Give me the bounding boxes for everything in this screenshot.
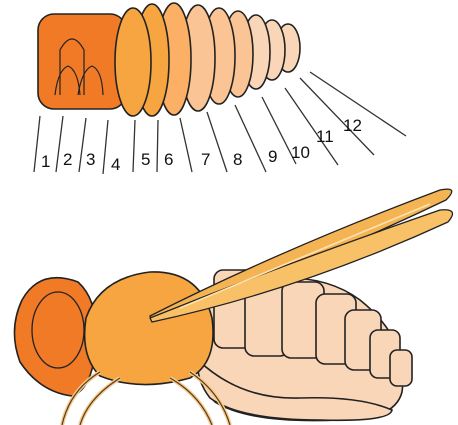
segmented-body-top	[38, 3, 300, 116]
body-segment-4	[115, 8, 151, 116]
segment-label-5: 5	[141, 150, 150, 169]
segment-label-3: 3	[86, 150, 95, 169]
compound-eye	[32, 292, 84, 368]
segment-label-12: 12	[343, 116, 362, 135]
segment-label-1: 1	[41, 152, 50, 171]
segment-label-2: 2	[63, 150, 72, 169]
fly-thorax	[85, 272, 213, 385]
segment-label-4: 4	[111, 155, 120, 174]
segment-label-7: 7	[201, 150, 210, 169]
segment-label-10: 10	[291, 143, 310, 162]
fly-side-view	[14, 189, 452, 425]
segment-number-labels: 1 2 3 4 5 6 7 8 9 10 11 12	[41, 116, 362, 174]
segment-label-9: 9	[268, 147, 277, 166]
segment-label-11: 11	[316, 127, 334, 146]
segment-label-8: 8	[233, 150, 242, 169]
head-capsule	[38, 14, 126, 109]
abdomen-tergite-7	[390, 350, 412, 386]
segment-label-6: 6	[164, 150, 173, 169]
